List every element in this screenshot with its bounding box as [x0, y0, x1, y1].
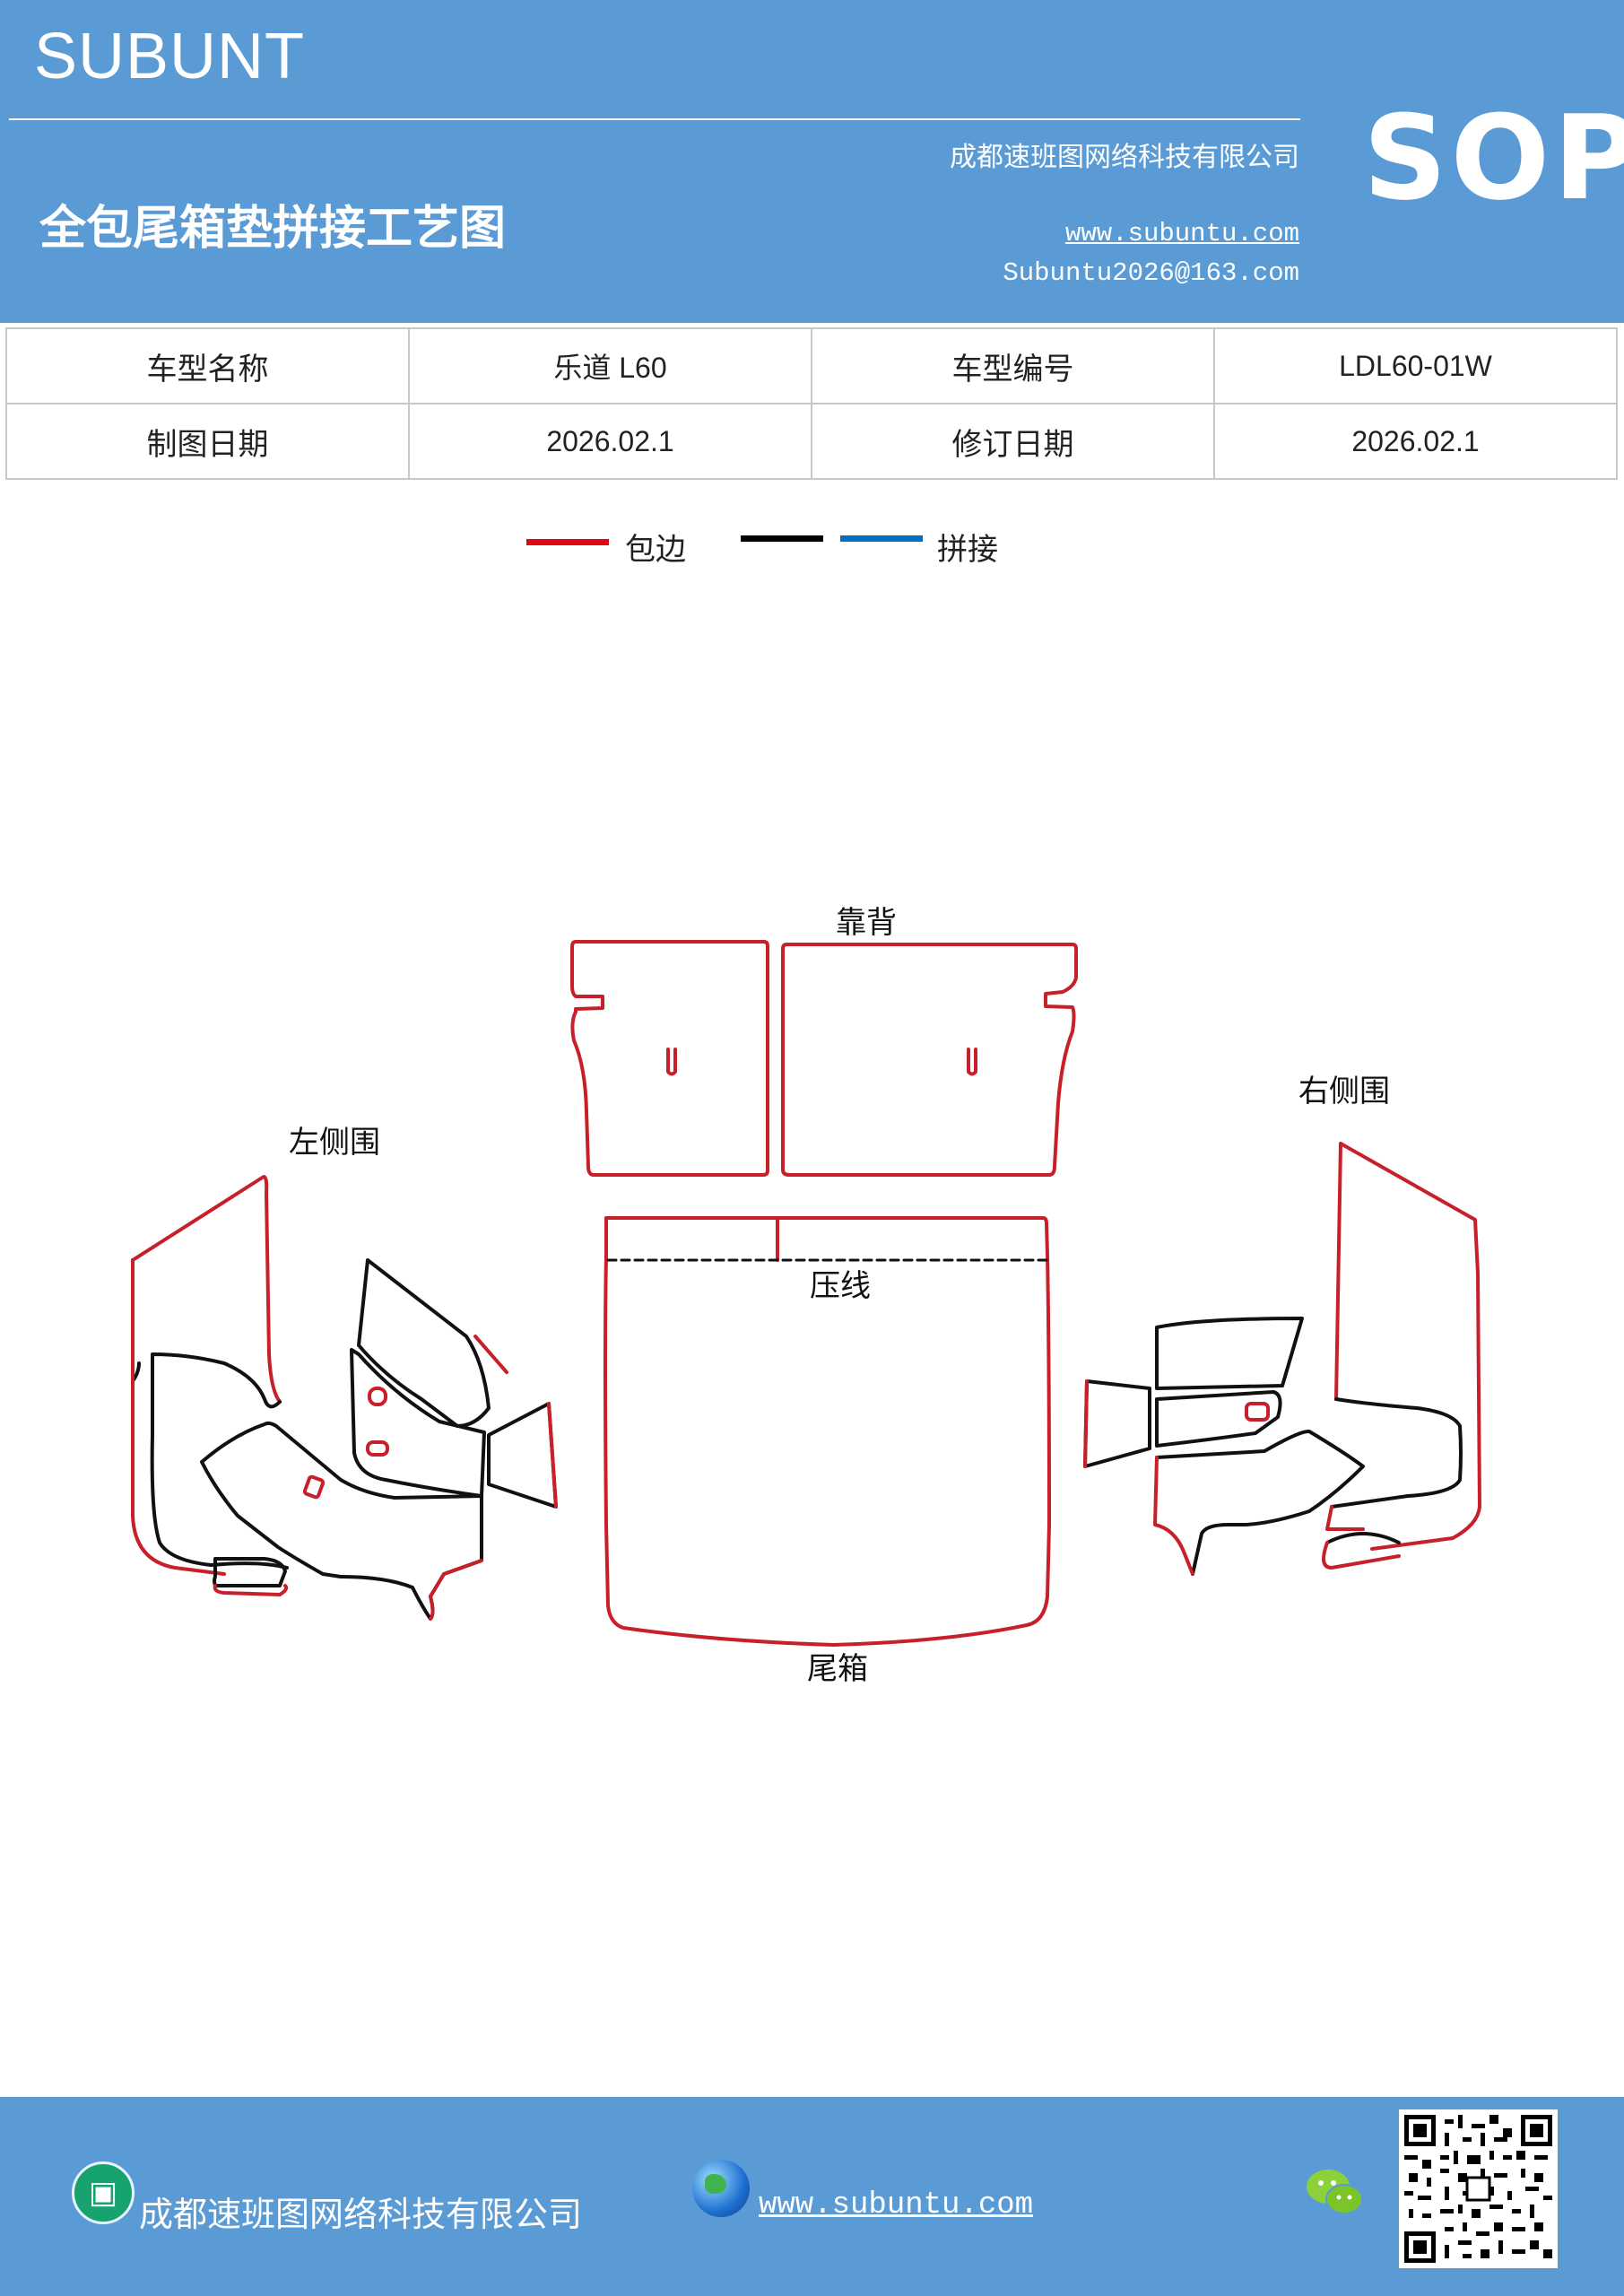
left-side-outer-edge [131, 1175, 282, 1576]
label-right-side: 右侧围 [1298, 1074, 1390, 1109]
right-side-small-piece-edge [1083, 1379, 1089, 1468]
backrest-right-panel [781, 943, 1078, 1177]
header-website-link[interactable]: www.subuntu.com [1064, 219, 1299, 248]
label-draw-date: 制图日期 [5, 403, 410, 480]
label-model-name: 车型名称 [5, 327, 410, 404]
left-side-small-triangle-edge [547, 1402, 558, 1509]
info-table: 车型名称 乐道 L60 车型编号 LDL60-01W 制图日期 2026.02.… [5, 327, 1618, 480]
qr-code[interactable] [1399, 2109, 1558, 2268]
legend-seam-label: 拼接 [937, 532, 998, 568]
left-side-window-panel [350, 1348, 486, 1498]
sop-badge: SOP [1363, 90, 1624, 226]
header-divider [9, 118, 1300, 120]
page-title: 全包尾箱垫拼接工艺图 [39, 202, 507, 256]
right-side-hole [1245, 1402, 1270, 1422]
left-side-upper-edge [473, 1335, 508, 1374]
left-side-hole-3 [302, 1474, 326, 1500]
right-side-bottom-clip-edge [1322, 1541, 1401, 1570]
globe-icon [692, 2160, 750, 2217]
footer-website-link[interactable]: www.subuntu.com [759, 2188, 1034, 2222]
right-side-inner-edge [1325, 1505, 1365, 1531]
right-side-outer-edge [1334, 1142, 1481, 1551]
backrest-right-slot [967, 1048, 977, 1076]
table-row: 车型名称 乐道 L60 车型编号 LDL60-01W [5, 327, 1618, 404]
value-model-code: LDL60-01W [1213, 327, 1618, 404]
legend-seam-black-swatch [741, 535, 823, 542]
value-model-name: 乐道 L60 [408, 327, 812, 404]
header-banner [0, 0, 1624, 323]
header-company: 成都速班图网络科技有限公司 [950, 142, 1299, 173]
left-side-inner-panel [150, 1352, 289, 1570]
right-side-inner-panel [1330, 1397, 1463, 1509]
legend-edge-swatch [526, 539, 609, 545]
label-backrest: 靠背 [836, 905, 897, 941]
left-side-clip-lower [213, 1557, 287, 1587]
left-side-mid-panel [200, 1421, 483, 1621]
right-side-lower-edge [1153, 1456, 1194, 1576]
right-side-bottom-clip [1325, 1532, 1401, 1544]
footer-company: 成都速班图网络科技有限公司 [139, 2195, 583, 2234]
legend-seam-blue-swatch [840, 535, 923, 542]
left-side-mid-edge [429, 1559, 483, 1621]
header-email: Subuntu2026@163.com [1003, 258, 1299, 288]
wechat-icon [1307, 2170, 1363, 2214]
label-left-side: 左侧围 [289, 1125, 380, 1161]
table-row: 制图日期 2026.02.1 修订日期 2026.02.1 [5, 403, 1618, 480]
left-side-clip-lower-edge [213, 1584, 289, 1596]
backrest-left-slot [666, 1048, 677, 1076]
right-side-top-piece [1155, 1317, 1304, 1390]
right-side-window-piece [1155, 1390, 1282, 1448]
left-side-small-triangle [487, 1402, 558, 1509]
company-icon: ▣ [72, 2161, 135, 2224]
trunk-mat [604, 1216, 1051, 1647]
backrest-left-panel [570, 940, 769, 1177]
brand-name: SUBUNT [34, 21, 306, 92]
legend-edge-label: 包边 [625, 532, 686, 568]
right-side-lower-piece [1155, 1429, 1365, 1576]
left-side-hole-1 [368, 1387, 387, 1406]
label-revision-date: 修订日期 [811, 403, 1215, 480]
label-trunk: 尾箱 [807, 1651, 868, 1687]
label-model-code: 车型编号 [811, 327, 1215, 404]
value-draw-date: 2026.02.1 [408, 403, 812, 480]
left-side-upper-piece [357, 1258, 491, 1428]
left-side-hole-2 [366, 1440, 389, 1457]
label-press-line: 压线 [810, 1268, 871, 1304]
value-revision-date: 2026.02.1 [1213, 403, 1618, 480]
right-side-small-piece [1083, 1379, 1151, 1468]
